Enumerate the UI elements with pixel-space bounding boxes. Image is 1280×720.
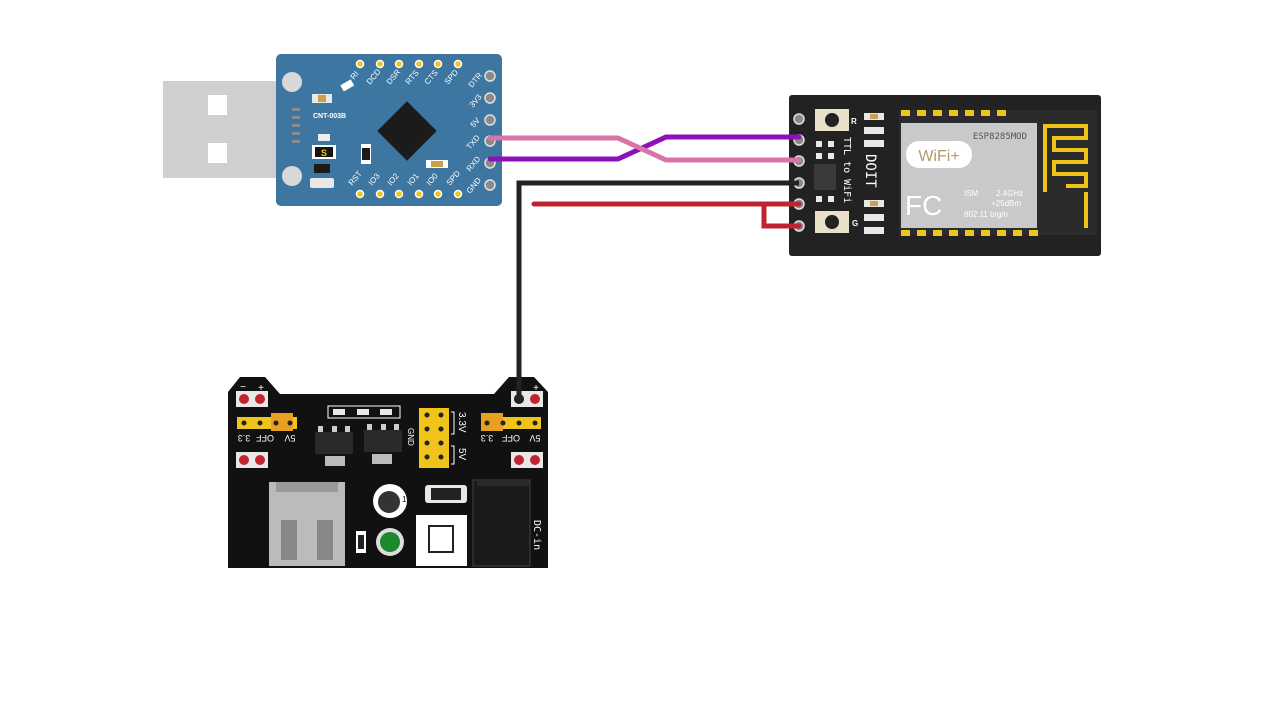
jumper-label: 5V [529,433,540,443]
label-gnd: GND [406,428,415,446]
bottom-pin-row [355,189,463,199]
output-header [419,408,449,468]
power-label: +25dBm [991,199,1021,208]
dc-in-label: DC-in [531,520,542,550]
jumper-left[interactable] [237,413,297,431]
reset-label: R [851,117,857,126]
module-name: ESP8285MOD [973,132,1027,142]
mount-hole [282,72,302,92]
castellated-pads [901,110,1038,236]
pcb-antenna [1043,124,1088,228]
power-switch[interactable] [416,515,467,566]
usb-socket [269,482,345,566]
wifi-badge-text: WiFi+ [918,148,959,165]
label-5v: 5V [456,448,467,461]
label-3v3: 3.3V [456,412,467,433]
fc-mark: FC [905,190,942,221]
plus-label-left: + [258,383,264,394]
freq-label: 2.4GHz [996,189,1023,198]
main-chip [377,101,437,161]
usb-plug [163,81,295,178]
power-module: − + − + 3.3 OFF 5V [228,377,548,568]
gpio-label: G [852,219,858,228]
model-label: CNT-003B [313,113,346,120]
jumper-label: 3.3 [238,433,251,443]
jumper-right[interactable] [481,413,541,431]
wire-gnd [516,180,799,399]
smd-component [318,134,330,141]
pot-mark: 1 [402,495,407,504]
jumper-label: OFF [502,433,520,443]
standard-label: 802.11 b/g/n [964,210,1008,219]
pin-label: RI [349,69,361,81]
wires [487,134,802,404]
regulator-3v3 [315,426,353,466]
led-strip [327,405,401,419]
mount-hole [282,166,302,186]
jumper-label: OFF [256,433,274,443]
ism-label: ISM [964,189,979,198]
minus-label-left: − [240,382,246,393]
wire-vcc [531,201,802,229]
right-pin-row [484,70,496,191]
wire-tx [487,135,802,163]
smd-component [340,79,355,92]
plus-label-right: + [533,383,539,394]
wifi-badge [906,141,972,168]
chip-mark: S [321,148,327,158]
jumper-label: 3.3 [481,433,494,443]
gnd-wire-end [514,394,524,404]
wifi-module: ESP8285MOD WiFi+ FC ISM 2.4GHz +25dBm 80… [789,95,1101,256]
usb-contacts [292,108,300,143]
dc-jack [472,479,531,567]
brand-label: DOIT [862,154,878,188]
jumper-label: 5V [284,433,295,443]
usb-plug-hole [208,95,227,115]
usb-plug-hole [208,143,227,163]
top-pin-row [355,59,463,69]
rf-shield [901,123,1037,228]
subtitle-label: TTL to WiFi [841,137,852,203]
smd-component [310,178,334,188]
regulator-5v [364,424,402,464]
smd-component [314,164,330,173]
regulator-chip [814,164,836,190]
usb-ttl-module: S CNT-003B RI DCD DSR RTS CTS SPD [163,54,502,206]
